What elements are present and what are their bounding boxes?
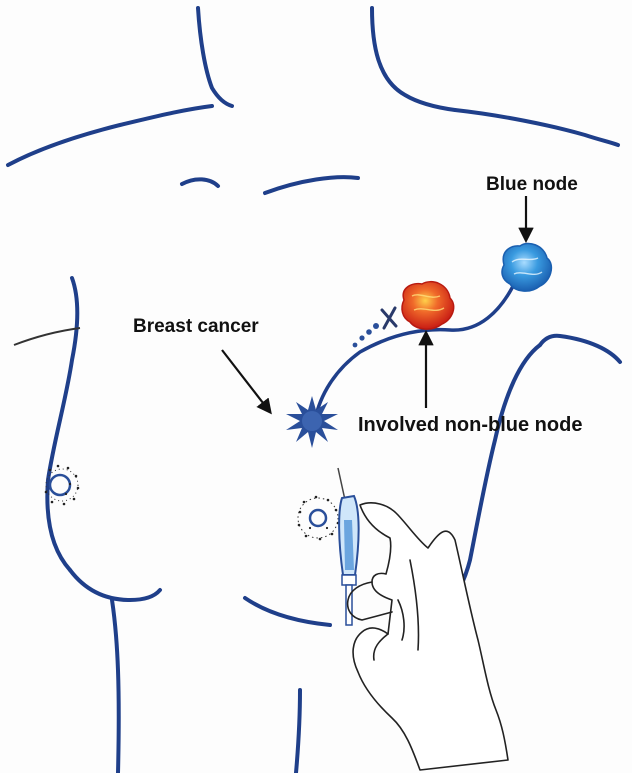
shoulder-left-outline	[8, 106, 212, 165]
clavicle-right	[265, 177, 358, 193]
breast-tumor-mark	[286, 396, 338, 448]
annotation-arrows	[222, 196, 526, 412]
shoulder-right-outline	[455, 110, 618, 145]
neck-left-outline	[198, 8, 232, 106]
left-nipple-mark	[45, 465, 80, 506]
blocked-channel-x-mark	[382, 308, 396, 328]
arm-right-outline	[540, 336, 620, 362]
flank-left-outline	[112, 600, 119, 773]
breast-right-outline	[245, 598, 330, 625]
arm-line-thin	[14, 328, 80, 345]
arrow-to-tumor	[222, 350, 270, 412]
blue-node-mark	[502, 243, 551, 291]
neck-right-outline	[372, 8, 455, 110]
clavicle-left	[182, 179, 218, 186]
blue-node-label: Blue node	[486, 174, 578, 196]
gloved-hand-mark	[348, 503, 508, 770]
lower-body-outline	[296, 690, 300, 773]
involved-node-mark	[402, 282, 454, 329]
involved-non-blue-node-label: Involved non-blue node	[358, 414, 582, 437]
breast-cancer-label: Breast cancer	[133, 316, 259, 338]
arm-left-outline	[47, 278, 77, 570]
right-areola-mark	[298, 496, 340, 541]
breast-left-outline	[70, 570, 160, 600]
